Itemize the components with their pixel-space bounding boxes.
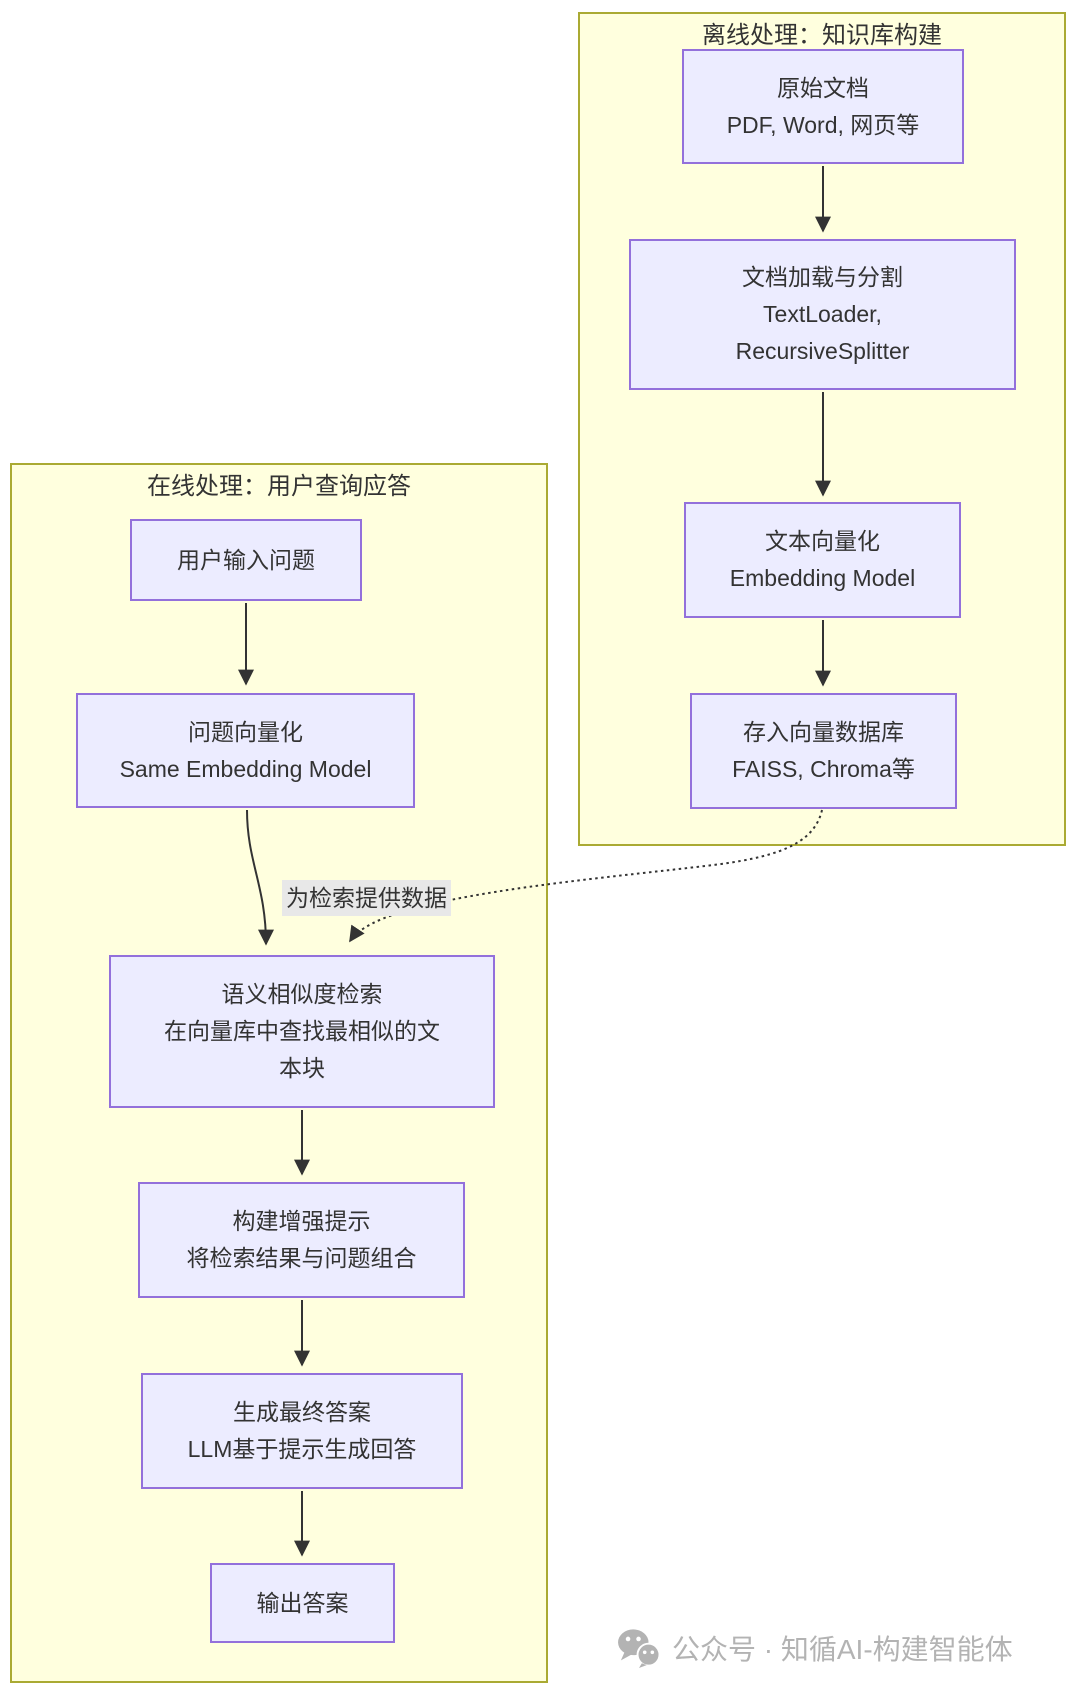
node-line: PDF, Word, 网页等 <box>726 111 920 138</box>
offline-cluster-title: 离线处理：知识库构建 <box>702 22 942 49</box>
node-raw-docs: 原始文档 PDF, Word, 网页等 <box>682 49 964 164</box>
node-line: 生成最终答案 <box>233 1399 371 1425</box>
node-line: 文档加载与分割 <box>742 264 903 290</box>
node-line: LLM基于提示生成回答 <box>187 1436 417 1462</box>
watermark: 公众号 · 知循AI-构建智能体 <box>616 1628 1013 1668</box>
node-line: 将检索结果与问题组合 <box>186 1245 417 1271</box>
node-line: 存入向量数据库 <box>743 719 904 745</box>
node-user-input: 用户输入问题 <box>130 519 362 601</box>
node-line: 本块 <box>279 1055 325 1081</box>
node-line: 构建增强提示 <box>232 1208 371 1234</box>
node-line: Embedding Model <box>729 565 916 591</box>
node-line: 问题向量化 <box>188 718 303 745</box>
node-line: 原始文档 <box>777 74 869 101</box>
arrow-qembed-to-search <box>246 809 274 946</box>
node-output-answer: 输出答案 <box>210 1563 395 1643</box>
node-generate-answer: 生成最终答案 LLM基于提示生成回答 <box>141 1373 463 1489</box>
wechat-icon <box>618 1629 661 1668</box>
node-build-prompt: 构建增强提示 将检索结果与问题组合 <box>138 1182 465 1298</box>
node-line: 语义相似度检索 <box>221 981 383 1007</box>
node-vector-store: 存入向量数据库 FAISS, Chroma等 <box>690 693 957 809</box>
node-line: TextLoader, <box>763 301 882 327</box>
node-line: 文本向量化 <box>765 528 880 554</box>
node-line: RecursiveSplitter <box>735 338 910 364</box>
edge-label-provide-data: 为检索提供数据 <box>282 880 451 916</box>
node-line: 在向量库中查找最相似的文 <box>164 1018 440 1044</box>
node-line: 输出答案 <box>256 1589 349 1616</box>
online-cluster-title: 在线处理：用户查询应答 <box>147 473 411 500</box>
node-question-embedding: 问题向量化 Same Embedding Model <box>76 693 415 808</box>
node-semantic-search: 语义相似度检索 在向量库中查找最相似的文 本块 <box>109 955 495 1108</box>
node-line: FAISS, Chroma等 <box>732 756 915 782</box>
watermark-text: 公众号 · 知循AI-构建智能体 <box>672 1634 1013 1665</box>
arrow-store-to-search-dashed <box>349 809 823 943</box>
node-text-embedding: 文本向量化 Embedding Model <box>684 502 961 618</box>
node-line: 用户输入问题 <box>177 546 315 573</box>
node-load-split: 文档加载与分割 TextLoader, RecursiveSplitter <box>629 239 1016 390</box>
node-line: Same Embedding Model <box>119 755 372 782</box>
